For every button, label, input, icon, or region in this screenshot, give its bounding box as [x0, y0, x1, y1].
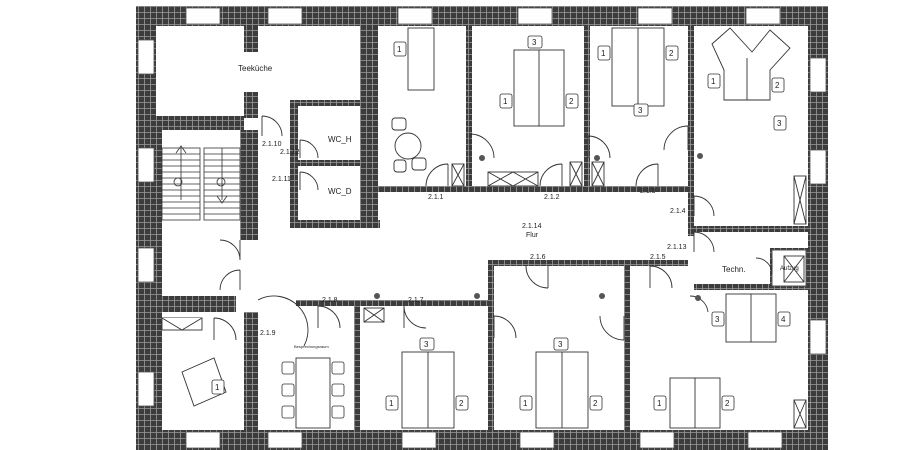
desks [181, 27, 791, 429]
svg-text:2: 2 [669, 49, 674, 58]
svg-text:4: 4 [781, 315, 786, 324]
label-flur-number: 2.1.14 [522, 223, 542, 230]
room-labels: Teeküche WC_H WC_D 2.1.14 Flur Techn. Au… [238, 64, 799, 349]
doors [213, 115, 773, 347]
svg-text:2: 2 [725, 399, 730, 408]
svg-text:1: 1 [215, 383, 220, 392]
label-2-1-4: 2.1.4 [670, 208, 686, 215]
label-2-1-1: 2.1.1 [428, 194, 444, 201]
svg-text:3: 3 [777, 119, 782, 128]
label-aufzug: Aufzug [780, 266, 799, 272]
svg-text:2: 2 [775, 81, 780, 90]
svg-text:1: 1 [503, 97, 508, 106]
label-2-1-8: 2.1.8 [322, 297, 338, 304]
label-techn: Techn. [722, 265, 746, 274]
label-2-1-13: 2.1.13 [667, 244, 687, 251]
svg-text:1: 1 [523, 399, 528, 408]
round-table [391, 117, 427, 173]
staircase [161, 145, 241, 221]
label-wc-d: WC_D [328, 187, 352, 196]
label-2-1-11: 2.1.11 [272, 176, 291, 183]
label-2-1-10: 2.1.10 [262, 141, 282, 148]
svg-text:3: 3 [424, 340, 429, 349]
label-teekueche: Teeküche [238, 64, 273, 73]
svg-text:3: 3 [558, 340, 563, 349]
label-2-1-9: 2.1.9 [260, 330, 276, 337]
label-2-1-5: 2.1.5 [650, 254, 666, 261]
svg-text:3: 3 [532, 38, 537, 47]
windows [137, 7, 827, 449]
svg-text:1: 1 [657, 399, 662, 408]
svg-text:2: 2 [459, 399, 464, 408]
label-2-1-3: 2.1.3 [640, 188, 656, 195]
chairs [211, 35, 791, 419]
label-2-1-7: 2.1.7 [408, 297, 424, 304]
inner-walls [156, 26, 808, 430]
svg-text:2: 2 [593, 399, 598, 408]
label-2-1-2: 2.1.2 [544, 194, 560, 201]
cabinets [161, 161, 807, 429]
svg-text:2: 2 [569, 97, 574, 106]
label-besprechung: Besprechungsraum [294, 344, 329, 349]
label-wc-h: WC_H [328, 135, 352, 144]
svg-text:1: 1 [601, 49, 606, 58]
fixtures [374, 153, 703, 301]
svg-text:1: 1 [711, 77, 716, 86]
svg-text:1: 1 [389, 399, 394, 408]
svg-text:1: 1 [397, 45, 402, 54]
label-flur: Flur [526, 232, 539, 239]
svg-text:3: 3 [638, 106, 643, 115]
svg-text:3: 3 [715, 315, 720, 324]
label-2-1-12: 2.1.12 [280, 149, 300, 156]
chair-numbers: 1 3 1 2 1 2 3 1 2 3 3 4 1 2 1 2 3 1 2 3 … [215, 38, 786, 408]
label-2-1-6: 2.1.6 [530, 254, 546, 261]
